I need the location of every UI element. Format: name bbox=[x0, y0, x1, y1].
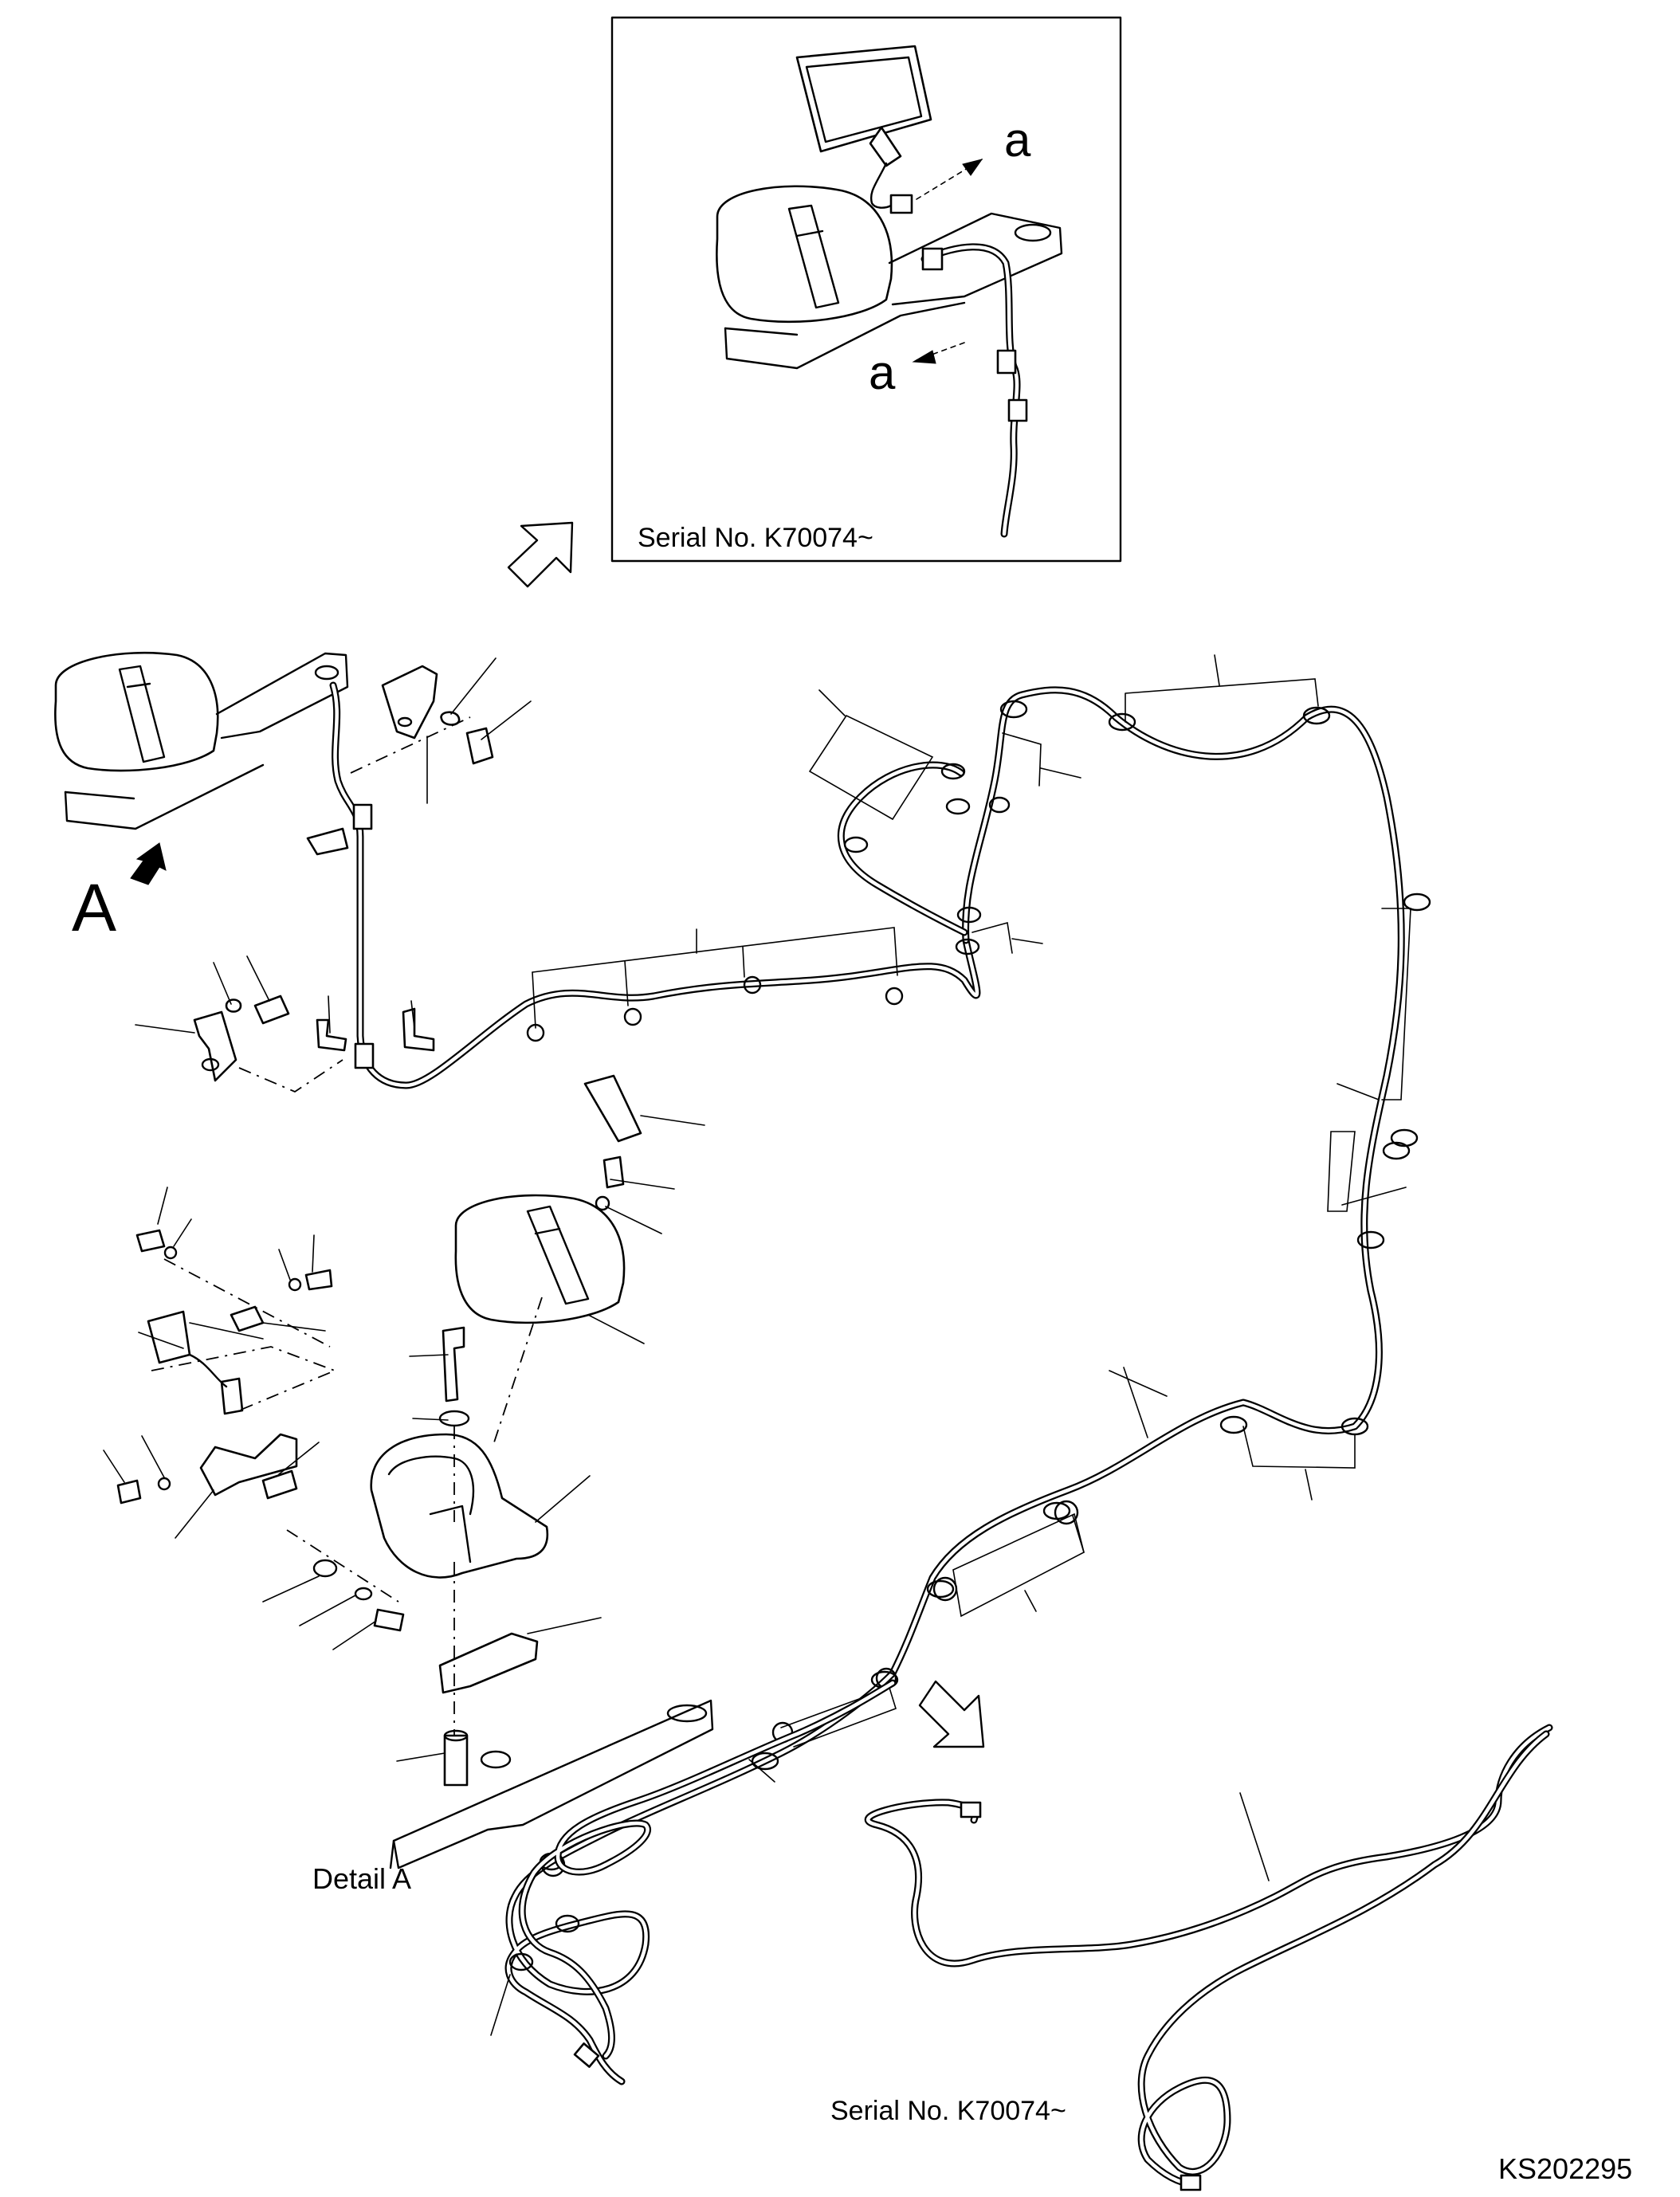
lower-serial: Serial No. K70074~ bbox=[830, 2096, 1066, 2126]
lower-right-cable bbox=[864, 1724, 1553, 2191]
inset-label-a-upper: a bbox=[1004, 113, 1031, 167]
detail-a: Detail A bbox=[103, 1074, 714, 1895]
upper-cab-lamp bbox=[54, 651, 219, 772]
inset-frame: a a Serial No. K70074~ bbox=[610, 16, 1122, 563]
inset-label-a-lower: a bbox=[869, 346, 896, 399]
inset-connector bbox=[889, 194, 913, 214]
arrow-up-right-icon bbox=[507, 521, 574, 588]
inset-serial: Serial No. K70074~ bbox=[638, 523, 873, 553]
inset-work-lamp bbox=[795, 45, 932, 167]
arrow-down-left-icon bbox=[918, 1680, 985, 1748]
arrow-solid-icon bbox=[130, 842, 167, 885]
detail-a-label: Detail A bbox=[312, 1862, 411, 1895]
view-marker-a: A bbox=[72, 870, 116, 945]
drawing-code: KS202295 bbox=[1498, 2152, 1632, 2185]
inset-cab-lamp bbox=[716, 185, 893, 324]
